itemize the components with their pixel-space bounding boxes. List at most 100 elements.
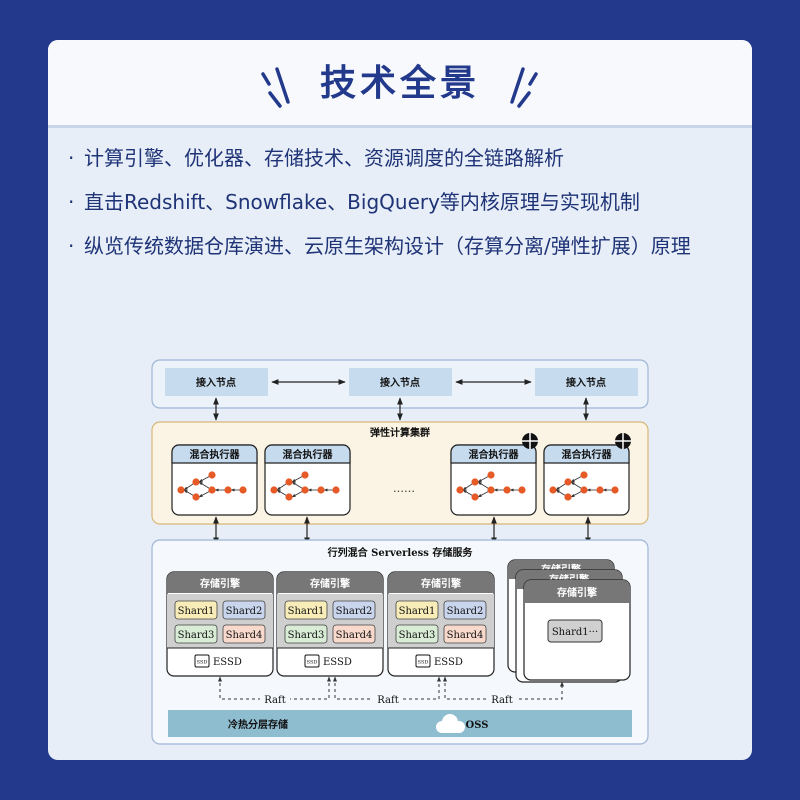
access-layer: 接入节点 接入节点 接入节点 xyxy=(151,359,649,409)
dag-node xyxy=(332,486,340,494)
tiering-label: 冷热分层存储 xyxy=(228,718,288,731)
ssd-badge: SSD xyxy=(307,660,318,666)
dag-node xyxy=(487,486,495,494)
dag-node xyxy=(564,478,572,486)
executor-label: 混合执行器 xyxy=(469,448,520,461)
shard-label: Shard3 xyxy=(399,630,436,641)
essd-label: ESSD xyxy=(323,657,352,668)
stack-layer-front: 存储引擎 Shard1··· xyxy=(523,579,631,681)
access-node-box xyxy=(349,368,452,396)
shard-label: Shard3 xyxy=(178,630,215,641)
dag-node xyxy=(580,486,588,494)
dag-node xyxy=(503,486,511,494)
shard-cell xyxy=(395,624,439,644)
essd-label: ESSD xyxy=(213,657,242,668)
bullet-item: ·计算引擎、优化器、存储技术、资源调度的全链路解析 xyxy=(68,142,738,174)
executor-box: 混合执行器 xyxy=(171,444,258,516)
shard-cell xyxy=(443,624,487,644)
engine-label: 存储引擎 xyxy=(557,586,597,599)
executor-box: 混合执行器 xyxy=(543,433,631,516)
bullet-text: 计算引擎、优化器、存储技术、资源调度的全链路解析 xyxy=(84,146,564,170)
title-bar: 技术全景 xyxy=(48,40,752,128)
executor-box: 混合执行器 xyxy=(264,444,351,516)
access-node: 接入节点 xyxy=(535,368,638,396)
dag-node xyxy=(580,471,588,479)
cloud-icon xyxy=(436,714,465,733)
dag-node xyxy=(208,486,216,494)
ssd-icon: SSD xyxy=(194,654,210,668)
shard-label: Shard2 xyxy=(447,606,484,617)
raft-label: Raft xyxy=(264,695,285,706)
crosshair-icon xyxy=(522,433,538,449)
tiered-storage-fill xyxy=(168,710,632,737)
engine-label: 存储引擎 xyxy=(421,577,461,590)
shard-more-label: Shard1··· xyxy=(552,627,598,638)
shard-cell xyxy=(174,600,218,620)
engine-label: 存储引擎 xyxy=(310,577,350,590)
oss-label: OSS xyxy=(466,720,489,731)
engine-header xyxy=(277,572,383,593)
shard-cell xyxy=(284,600,328,620)
dag-node xyxy=(317,486,325,494)
dag-node xyxy=(456,486,464,494)
stacked-storage-engine: 存储引擎 存储引擎 存储引擎 Shard1··· xyxy=(507,559,631,683)
dag-node xyxy=(487,471,495,479)
engine-header xyxy=(167,572,273,593)
page-title: 技术全景 xyxy=(319,63,480,104)
dag-node xyxy=(596,486,604,494)
access-node-label: 接入节点 xyxy=(196,376,236,389)
dag-node xyxy=(192,478,200,486)
dag-node xyxy=(208,471,216,479)
dag-node xyxy=(285,478,293,486)
access-node-label: 接入节点 xyxy=(380,376,420,389)
dag-node xyxy=(564,493,572,501)
bullet-text: 直击Redshift、Snowflake、BigQuery等内核原理与实现机制 xyxy=(84,190,640,214)
essd-label: ESSD xyxy=(434,657,463,668)
raft-links: Raft Raft Raft xyxy=(218,676,564,706)
dag-node xyxy=(518,486,526,494)
bullet-item: ·直击Redshift、Snowflake、BigQuery等内核原理与实现机制 xyxy=(68,186,738,218)
executor-header xyxy=(264,444,351,464)
access-node-label: 接入节点 xyxy=(566,376,606,389)
left-sparkle-icon xyxy=(261,67,290,108)
dag-node xyxy=(270,486,278,494)
access-node-box xyxy=(165,368,268,396)
dag-node xyxy=(301,471,309,479)
dag-node xyxy=(192,493,200,501)
raft-label-bg xyxy=(487,694,517,705)
compute-cluster-label: 弹性计算集群 xyxy=(370,426,430,439)
raft-label-bg xyxy=(260,694,290,705)
shard-cell xyxy=(443,600,487,620)
dag-node xyxy=(239,486,247,494)
shard-label: Shard1 xyxy=(288,606,325,617)
executor-label: 混合执行器 xyxy=(283,448,334,461)
ssd-icon: SSD xyxy=(415,654,431,668)
shard-cell xyxy=(332,600,376,620)
right-sparkle-icon xyxy=(510,67,538,108)
dag-node xyxy=(471,493,479,501)
dag-node xyxy=(224,486,232,494)
engine-header xyxy=(388,572,494,593)
crosshair-icon xyxy=(615,433,631,449)
executor-header xyxy=(171,444,258,464)
bullet-item: ·纵览传统数据仓库演进、云原生架构设计（存算分离/弹性扩展）原理 xyxy=(68,230,738,262)
bullet-marker: · xyxy=(68,234,75,258)
executor-group: 混合执行器 混合执行器 混合执行器 混合执行器 xyxy=(171,433,631,516)
access-node: 接入节点 xyxy=(349,368,452,396)
shard-label: Shard2 xyxy=(336,606,373,617)
access-node-box xyxy=(535,368,638,396)
storage-service-label: 行列混合 Serverless 存储服务 xyxy=(327,546,474,559)
executor-label: 混合执行器 xyxy=(562,448,613,461)
shard-label: Shard4 xyxy=(226,630,263,641)
shard-label: Shard1 xyxy=(178,606,215,617)
executor-box: 混合执行器 xyxy=(450,433,538,516)
executor-label: 混合执行器 xyxy=(190,448,241,461)
raft-label-bg xyxy=(373,694,403,705)
dag-node xyxy=(285,493,293,501)
title-decorations xyxy=(261,67,538,108)
shard-cell xyxy=(174,624,218,644)
